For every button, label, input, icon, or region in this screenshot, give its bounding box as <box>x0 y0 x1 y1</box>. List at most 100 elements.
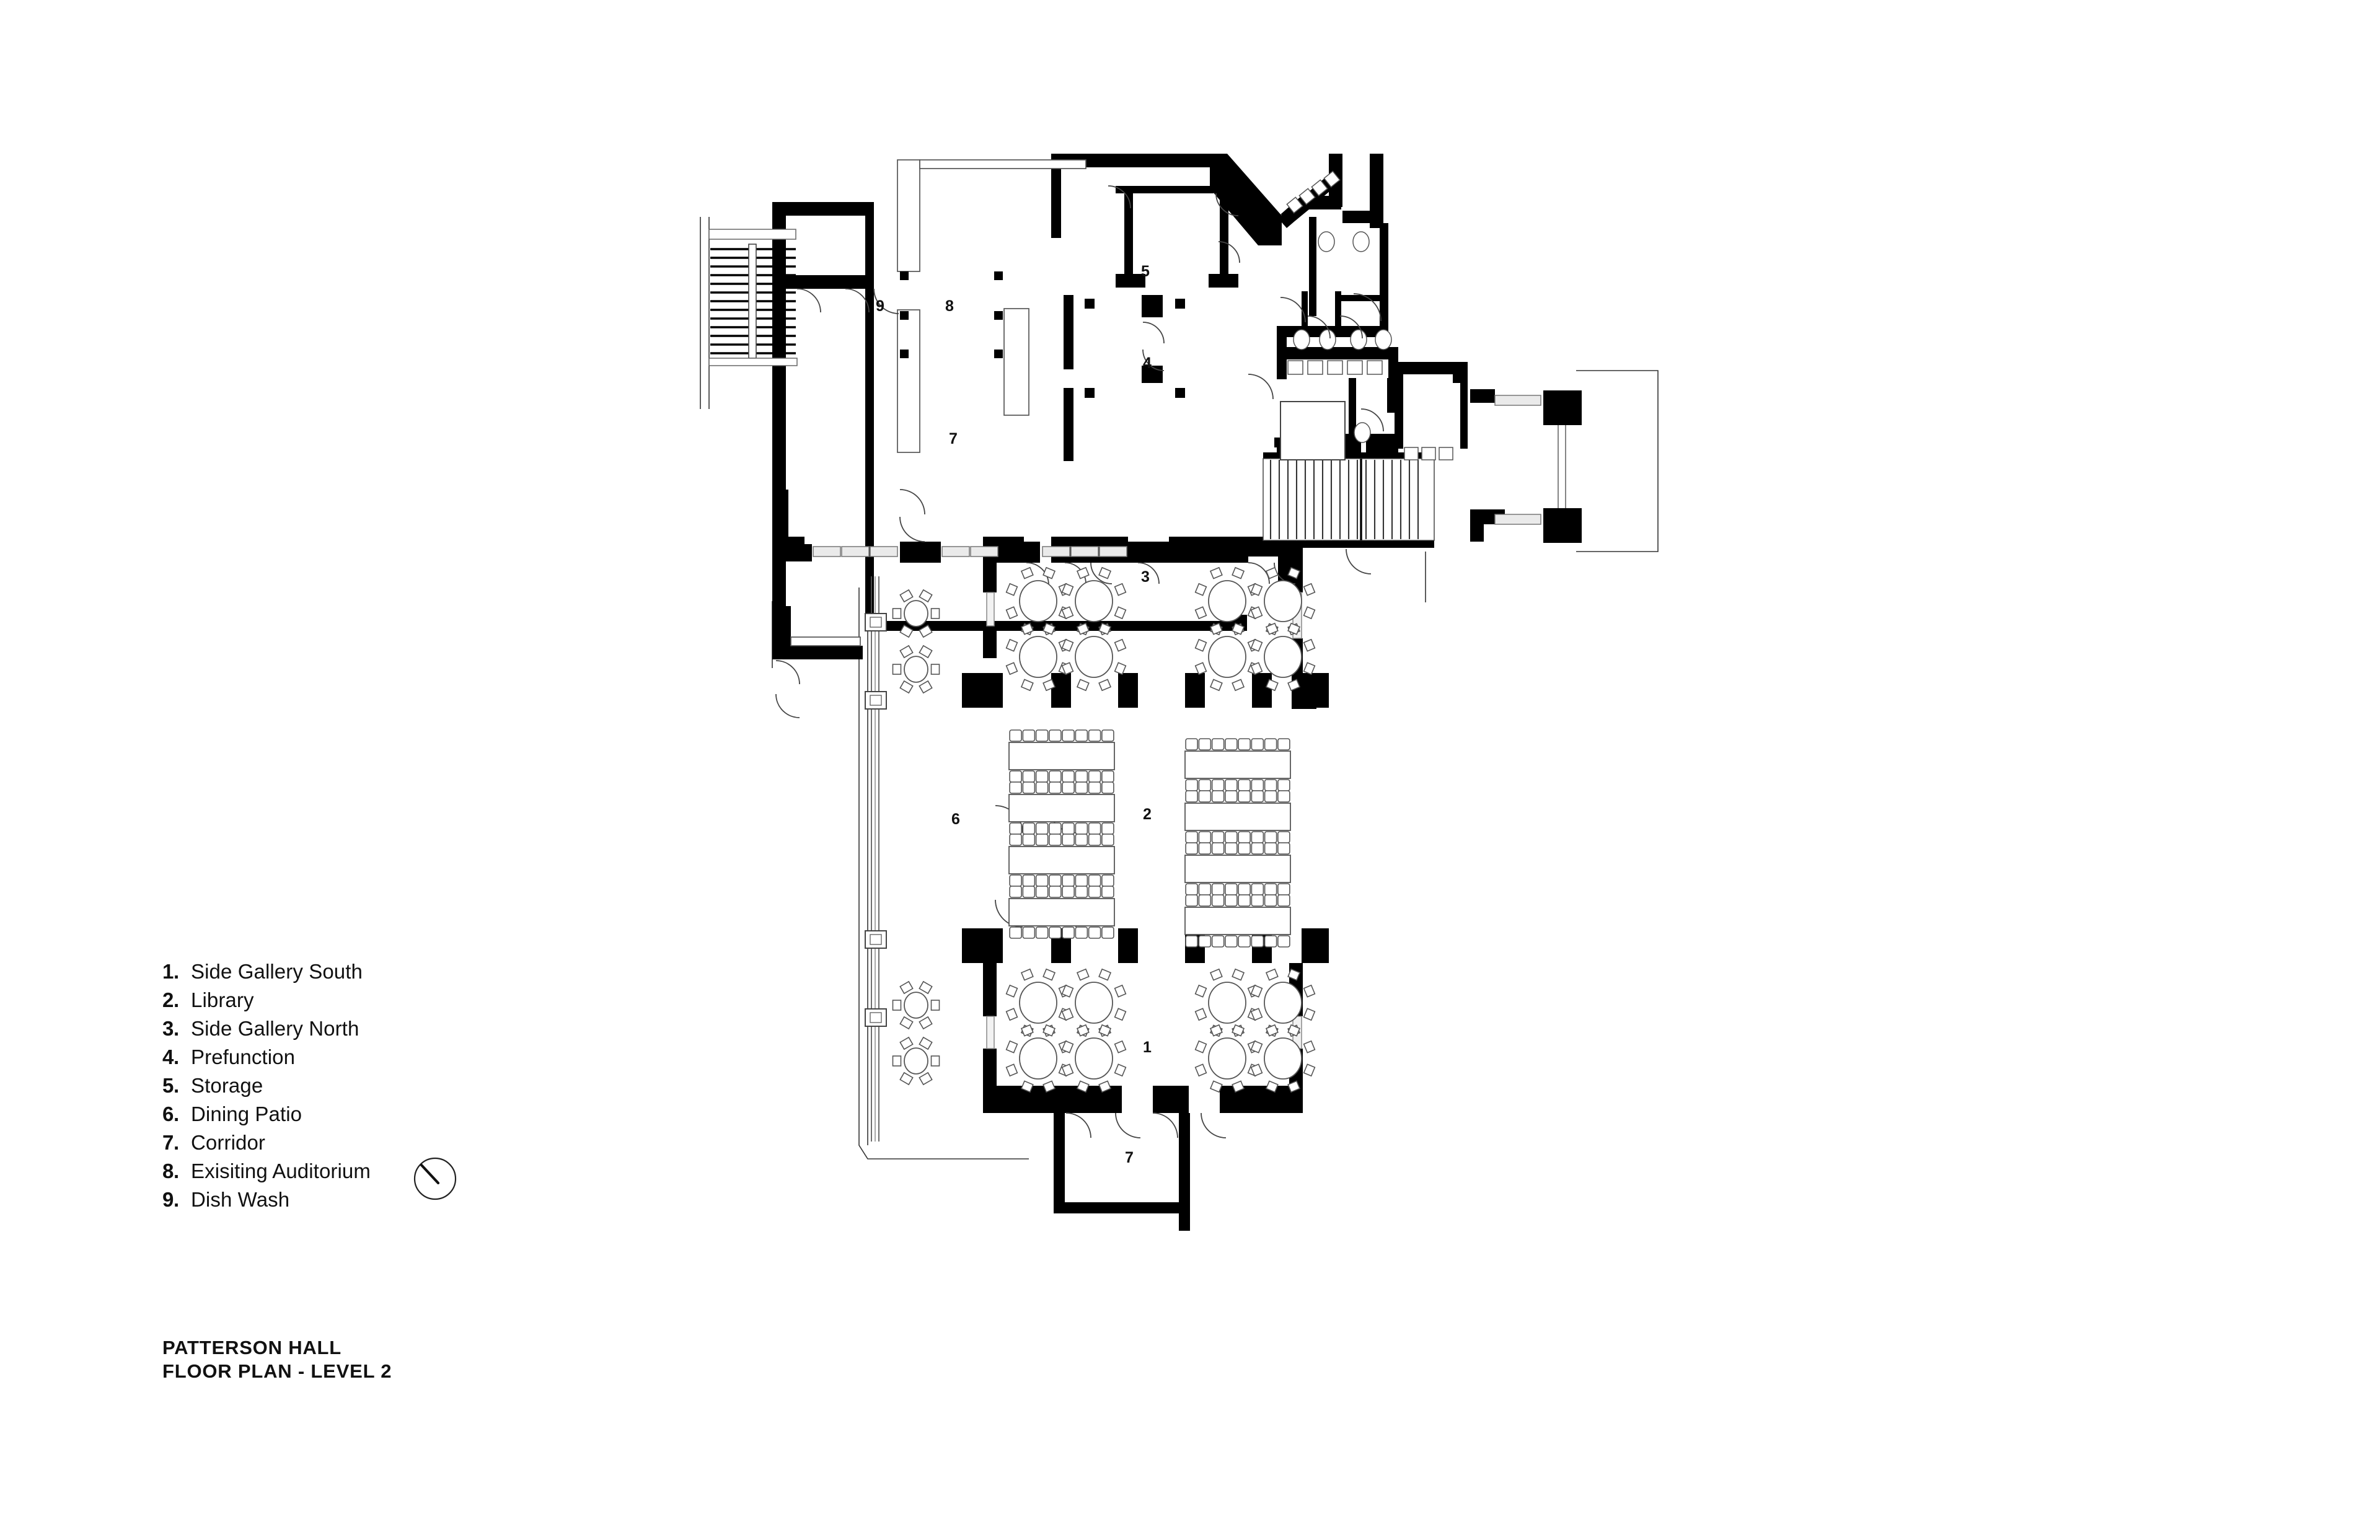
chair <box>1062 874 1075 887</box>
legend-item-7: 7. Corridor <box>162 1129 596 1157</box>
chair <box>1098 679 1112 692</box>
legend-label: Side Gallery North <box>191 1017 359 1040</box>
chair <box>1075 834 1088 846</box>
chair <box>1277 842 1290 855</box>
chair <box>1009 822 1022 835</box>
chair <box>1265 622 1279 635</box>
room-tag-6: 6 <box>951 811 960 828</box>
chair <box>1035 770 1049 783</box>
chair <box>1020 1024 1034 1037</box>
chair <box>930 664 940 675</box>
chair <box>1211 790 1225 803</box>
chair <box>1009 781 1022 794</box>
patio-railing <box>865 576 887 1142</box>
chair <box>1022 926 1036 939</box>
chair <box>1238 842 1251 855</box>
library-table-left-1 <box>1008 729 1115 783</box>
chair <box>1209 679 1223 692</box>
chair <box>1020 1080 1034 1093</box>
chair <box>1250 638 1263 652</box>
chair <box>1232 622 1245 635</box>
chair <box>899 680 914 694</box>
chair <box>1185 790 1198 803</box>
library-table-right-4 <box>1184 894 1291 948</box>
chair <box>1022 874 1036 887</box>
chair <box>1211 738 1225 750</box>
plumbing-fixtures <box>1280 170 1453 460</box>
room-tag-4: 4 <box>1143 354 1152 372</box>
chair <box>1250 1008 1263 1021</box>
chair <box>1303 662 1316 675</box>
chair <box>1232 566 1245 579</box>
chair <box>1250 662 1263 675</box>
chair <box>1251 779 1264 791</box>
chair <box>1114 583 1127 596</box>
stair-prefunction <box>1263 458 1435 541</box>
round-table-gallery-north-8 <box>1250 622 1316 692</box>
chair <box>1198 831 1212 843</box>
chair <box>1061 638 1074 652</box>
chair <box>1049 874 1062 887</box>
legend-number: 8. <box>162 1159 179 1182</box>
chair <box>1088 886 1101 898</box>
chair <box>1101 822 1114 835</box>
chair <box>1238 894 1251 907</box>
chair <box>919 1071 933 1086</box>
round-table-gallery-south-4 <box>1250 968 1316 1037</box>
chair <box>1277 935 1290 948</box>
room-tag-2: 2 <box>1143 806 1152 823</box>
chair <box>1209 968 1223 981</box>
prefunction-columns <box>1085 299 1185 398</box>
chair <box>1061 583 1074 596</box>
chair <box>1194 606 1207 620</box>
chair <box>1101 926 1114 939</box>
chair <box>1250 1063 1263 1077</box>
chair <box>1251 842 1264 855</box>
round-table-gallery-south-7 <box>1194 1024 1260 1093</box>
chair <box>899 1071 914 1086</box>
chair <box>892 1055 902 1067</box>
chair <box>1076 1024 1090 1037</box>
chair <box>1114 662 1127 675</box>
round-table-gallery-north-7 <box>1194 622 1260 692</box>
chair <box>1225 738 1238 750</box>
chair <box>1101 729 1114 742</box>
chair <box>1287 968 1301 981</box>
chair <box>1075 781 1088 794</box>
north-arrow-icon <box>410 1154 460 1203</box>
chair <box>919 589 933 603</box>
chair <box>1264 883 1277 895</box>
chair <box>1194 662 1207 675</box>
legend-label: Prefunction <box>191 1045 296 1068</box>
chair <box>1250 1040 1263 1054</box>
chair <box>1009 770 1022 783</box>
chair <box>1042 968 1056 981</box>
patio-table-3 <box>892 980 940 1030</box>
room-tag-3: 3 <box>1141 568 1150 586</box>
chair <box>1251 790 1264 803</box>
chair <box>1194 1008 1207 1021</box>
chair <box>892 664 902 675</box>
chair <box>1061 1063 1074 1077</box>
chair <box>1005 638 1018 652</box>
chair <box>919 645 933 659</box>
chair <box>1198 883 1212 895</box>
chair <box>1265 1024 1279 1037</box>
chair <box>1225 935 1238 948</box>
chair <box>1198 935 1212 948</box>
chair <box>1075 770 1088 783</box>
chair <box>1238 831 1251 843</box>
chair <box>1062 729 1075 742</box>
chair <box>1303 1008 1316 1021</box>
legend-label: Dining Patio <box>191 1102 302 1125</box>
legend-number: 2. <box>162 988 179 1011</box>
room-tag-5: 5 <box>1141 263 1150 280</box>
chair <box>1265 679 1279 692</box>
chair <box>1042 622 1056 635</box>
chair <box>1303 638 1316 652</box>
chair <box>1211 842 1225 855</box>
chair <box>1098 968 1112 981</box>
chair <box>1020 679 1034 692</box>
chair <box>1287 1024 1301 1037</box>
